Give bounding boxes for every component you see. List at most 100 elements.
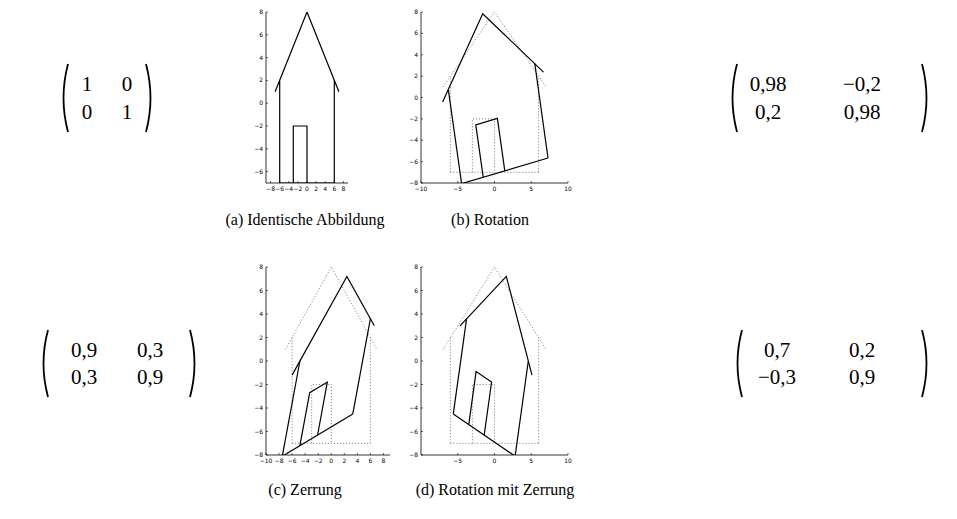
tick-mark: [266, 57, 268, 58]
tick-mark: [266, 103, 268, 104]
tick-label: 2: [414, 73, 418, 79]
original-house: [450, 172, 538, 173]
tick-label: 0: [259, 100, 263, 106]
tick-label: −2: [409, 116, 418, 122]
tick-label: −6: [288, 458, 297, 464]
matrix-bracket: [922, 330, 927, 397]
tick-label: −5: [453, 186, 462, 192]
tick-label: 0: [493, 186, 497, 192]
tick-label: −2: [314, 458, 323, 464]
original-house: [443, 12, 546, 87]
tick-label: 0: [414, 358, 418, 364]
tick-label: −4: [254, 146, 263, 152]
tick-mark: [305, 453, 306, 455]
tick-label: 8: [414, 264, 418, 270]
tick-mark: [266, 148, 268, 149]
tick-mark: [266, 384, 268, 385]
tick-label: −8: [409, 452, 418, 458]
matrix-entry: 1: [82, 74, 93, 95]
tick-mark: [266, 171, 268, 172]
tick-mark: [357, 453, 358, 455]
tick-label: 6: [414, 288, 418, 294]
matrix-bracket: [64, 64, 69, 132]
tick-mark: [266, 290, 268, 291]
original-house: [286, 267, 377, 349]
tick-label: −6: [254, 169, 263, 175]
tick-mark: [494, 453, 495, 455]
tick-mark: [421, 12, 423, 13]
tick-mark: [266, 12, 268, 13]
tick-label: −2: [254, 123, 263, 129]
tick-label: −6: [254, 429, 263, 435]
tick-label: −2: [293, 186, 302, 192]
tick-label: 6: [259, 32, 263, 38]
house-figure: [282, 267, 377, 455]
tick-label: 8: [342, 186, 346, 192]
tick-mark: [531, 453, 532, 455]
matrix-entry: 0,9: [849, 367, 875, 388]
tick-mark: [266, 361, 268, 362]
transformed-house: [453, 319, 466, 414]
tick-mark: [266, 453, 267, 455]
tick-mark: [531, 181, 532, 183]
tick-mark: [568, 181, 569, 183]
tick-mark: [307, 181, 308, 183]
tick-label: 5: [529, 458, 533, 464]
axis-line: [266, 267, 390, 455]
tick-mark: [318, 453, 319, 455]
tick-label: 8: [414, 9, 418, 15]
transformed-house: [469, 372, 492, 435]
tick-label: 0: [259, 358, 263, 364]
tick-mark: [266, 126, 268, 127]
original-house: [292, 338, 293, 444]
tick-mark: [457, 181, 458, 183]
tick-mark: [421, 361, 423, 362]
tick-mark: [421, 181, 422, 183]
tick-mark: [421, 97, 423, 98]
tick-mark: [370, 453, 371, 455]
tick-mark: [421, 314, 423, 315]
tick-mark: [270, 181, 271, 183]
tick-label: −6: [275, 186, 284, 192]
tick-label: −6: [409, 159, 418, 165]
tick-label: 0: [329, 458, 333, 464]
tick-label: −4: [301, 458, 310, 464]
tick-label: 4: [355, 458, 359, 464]
original-house: [538, 338, 539, 444]
tick-label: 8: [259, 9, 263, 15]
tick-mark: [421, 408, 423, 409]
tick-mark: [331, 453, 332, 455]
subfigure-caption: (d) Rotation mit Zerrung: [416, 482, 575, 498]
transformed-house: [279, 80, 280, 183]
transformed-house: [448, 89, 461, 183]
transformed-house: [515, 361, 528, 455]
tick-label: −10: [260, 458, 273, 464]
tick-label: −6: [409, 429, 418, 435]
house-figure: [275, 12, 339, 183]
tick-label: 6: [368, 458, 372, 464]
matrix-entry: 1: [122, 102, 133, 123]
matrix-entry: 0,2: [849, 340, 875, 361]
tick-label: 0: [493, 458, 497, 464]
transformed-house: [353, 319, 371, 414]
tick-mark: [421, 76, 423, 77]
matrix-entry: −0,2: [843, 74, 881, 95]
tick-label: −5: [453, 458, 462, 464]
tick-mark: [421, 33, 423, 34]
matrix-entry: 0,3: [137, 340, 163, 361]
tick-label: −2: [409, 382, 418, 388]
house-figure: [443, 267, 546, 455]
tick-label: −4: [284, 186, 293, 192]
matrix-bracket: [733, 64, 738, 132]
tick-mark: [383, 453, 384, 455]
matrix-entry: 0,9: [137, 367, 163, 388]
original-house: [443, 267, 546, 349]
original-house: [450, 338, 451, 444]
tick-mark: [494, 181, 495, 183]
matrix-entry: 0,3: [71, 367, 97, 388]
matrix-bracket: [190, 330, 195, 397]
transformed-house: [293, 126, 307, 183]
tick-label: 6: [259, 288, 263, 294]
tick-label: 4: [414, 52, 418, 58]
axis-line: [421, 267, 568, 455]
